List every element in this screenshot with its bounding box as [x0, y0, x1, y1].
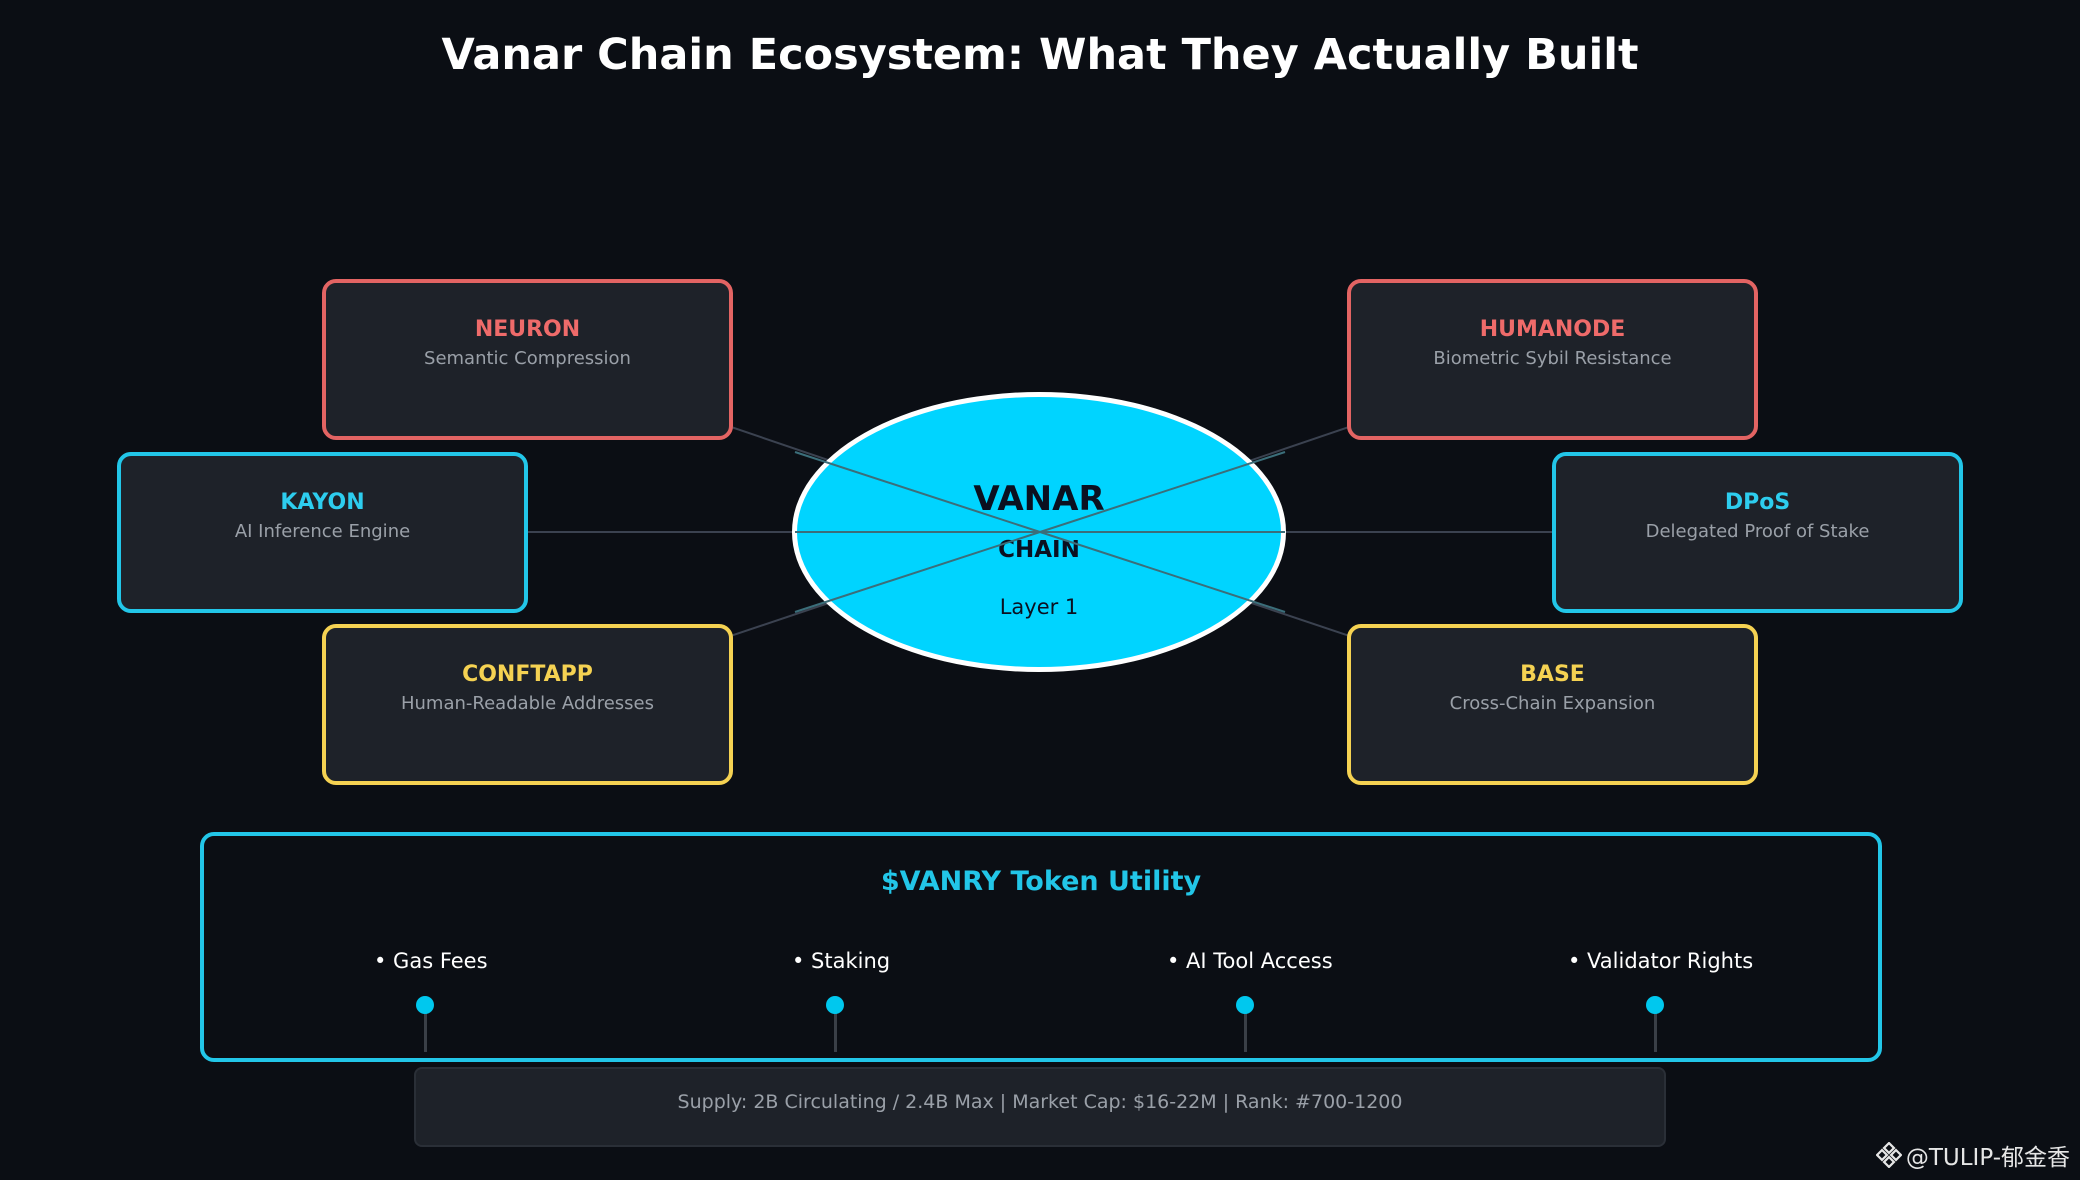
- pin-icon: [1235, 996, 1255, 1056]
- pin-dot: [1646, 996, 1664, 1014]
- node-description: Human-Readable Addresses: [400, 693, 655, 714]
- pin-stem: [834, 1012, 837, 1052]
- watermark: @TULIP-郁金香: [1875, 1138, 2070, 1172]
- node-conftapp: CONFTAPP Human-Readable Addresses: [322, 624, 733, 785]
- pin-icon: [1645, 996, 1665, 1056]
- node-description: Cross-Chain Expansion: [1449, 693, 1656, 714]
- node-description: Semantic Compression: [424, 348, 631, 369]
- hub-layer: Layer 1: [999, 595, 1079, 619]
- hub-vanar-chain: VANAR CHAIN Layer 1: [792, 392, 1286, 672]
- pin-stem: [1654, 1012, 1657, 1052]
- page-title: Vanar Chain Ecosystem: What They Actuall…: [441, 30, 1639, 80]
- token-utility-panel: $VANRY Token Utility • Gas Fees • Stakin…: [200, 832, 1882, 1062]
- utility-ai-tool-access: • AI Tool Access: [1167, 949, 1333, 973]
- node-description: AI Inference Engine: [234, 521, 411, 542]
- node-description: Biometric Sybil Resistance: [1433, 348, 1672, 369]
- node-description: Delegated Proof of Stake: [1645, 521, 1870, 542]
- stats-text: Supply: 2B Circulating / 2.4B Max | Mark…: [677, 1091, 1403, 1113]
- hub-title: VANAR: [973, 479, 1105, 519]
- node-neuron: NEURON Semantic Compression: [322, 279, 733, 440]
- token-title: $VANRY Token Utility: [880, 866, 1202, 897]
- node-kayon: KAYON AI Inference Engine: [117, 452, 528, 613]
- node-base: BASE Cross-Chain Expansion: [1347, 624, 1758, 785]
- pin-stem: [424, 1012, 427, 1052]
- pin-dot: [416, 996, 434, 1014]
- binance-logo-icon: [1875, 1142, 1902, 1168]
- node-title: DPoS: [1724, 490, 1791, 515]
- pin-dot: [826, 996, 844, 1014]
- node-title: CONFTAPP: [462, 662, 593, 687]
- node-title: NEURON: [474, 317, 581, 342]
- stats-bar: Supply: 2B Circulating / 2.4B Max | Mark…: [414, 1067, 1666, 1147]
- utility-staking: • Staking: [792, 949, 891, 973]
- utility-validator-rights: • Validator Rights: [1568, 949, 1754, 973]
- node-humanode: HUMANODE Biometric Sybil Resistance: [1347, 279, 1758, 440]
- pin-stem: [1244, 1012, 1247, 1052]
- utility-gas-fees: • Gas Fees: [374, 949, 488, 973]
- watermark-text: @TULIP-郁金香: [1905, 1145, 2070, 1171]
- pin-dot: [1236, 996, 1254, 1014]
- node-dpos: DPoS Delegated Proof of Stake: [1552, 452, 1963, 613]
- node-title: KAYON: [280, 490, 365, 515]
- pin-icon: [415, 996, 435, 1056]
- hub-subtitle: CHAIN: [998, 537, 1080, 563]
- node-title: BASE: [1520, 662, 1585, 687]
- node-title: HUMANODE: [1479, 317, 1626, 342]
- pin-icon: [825, 996, 845, 1056]
